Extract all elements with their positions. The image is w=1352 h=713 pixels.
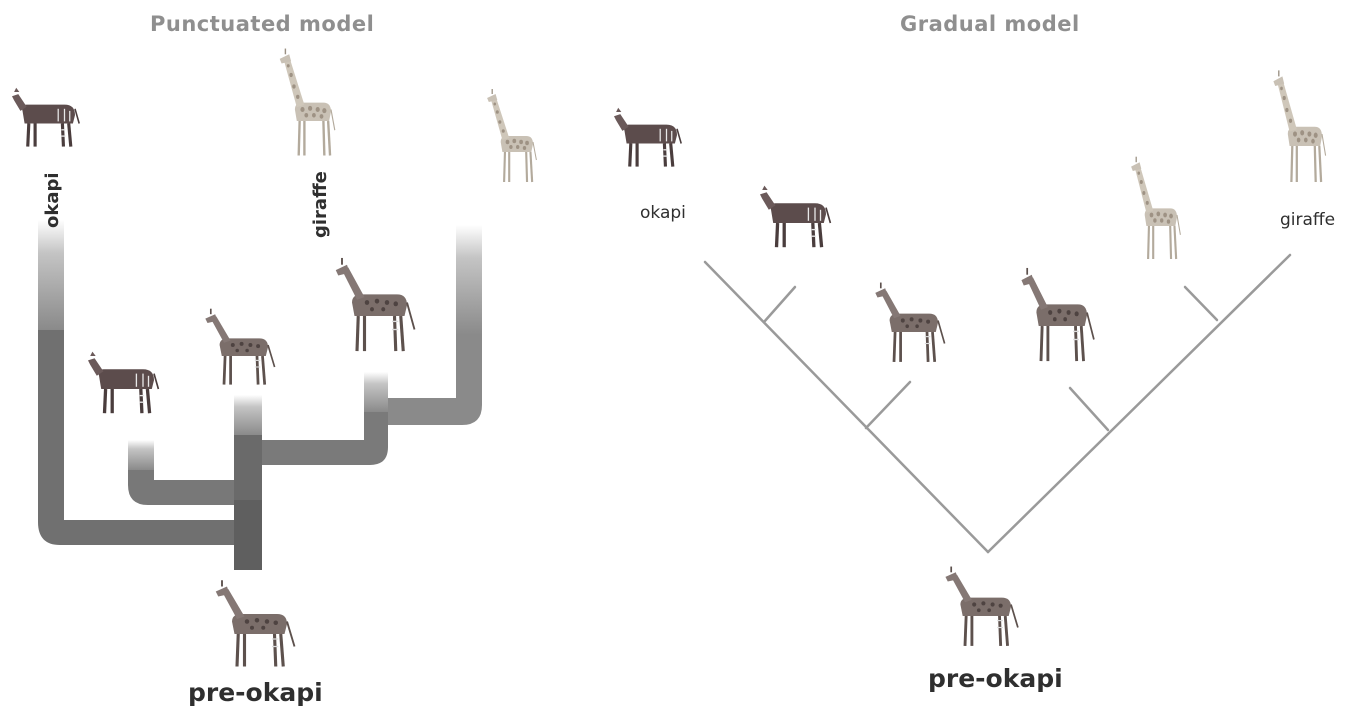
gradual-okapi-2-icon — [758, 183, 833, 249]
gradual-tree — [703, 253, 1292, 554]
punctuated-branch-far-right-fade — [456, 225, 482, 335]
gradual-branch-l1 — [762, 285, 797, 324]
punctuated-root-label: pre-okapi — [188, 678, 323, 707]
punctuated-okapi-icon — [10, 86, 81, 149]
punctuated-mid-1-icon — [203, 307, 276, 386]
punctuated-tree — [38, 220, 482, 570]
gradual-branch-r1 — [1068, 386, 1110, 432]
punctuated-branch-2 — [128, 455, 234, 505]
gradual-okapi-icon — [612, 106, 683, 169]
punctuated-branch-right — [262, 400, 388, 465]
gradual-branch-l2 — [864, 380, 912, 430]
punctuated-branch-2-fade — [128, 440, 154, 470]
punctuated-okapi-lineage-fade — [38, 220, 64, 330]
punctuated-pre-okapi-icon — [214, 578, 297, 669]
gradual-branch-r2 — [1183, 285, 1219, 322]
punctuated-okapi-label: okapi — [42, 172, 63, 228]
gradual-root-right — [986, 253, 1292, 554]
punctuated-small-okapi-icon — [86, 349, 161, 415]
gradual-root-left — [703, 260, 990, 554]
gradual-root-label: pre-okapi — [928, 664, 1063, 693]
gradual-giraffe-2-icon — [1271, 68, 1328, 184]
gradual-mid-2-icon — [1019, 266, 1096, 363]
punctuated-giraffe-icon — [278, 47, 337, 157]
gradual-giraffe-label: giraffe — [1280, 210, 1336, 230]
gradual-title: Gradual model — [900, 12, 1080, 36]
gradual-okapi-label: okapi — [640, 203, 686, 223]
punctuated-giraffe-label: giraffe — [310, 171, 331, 238]
punctuated-branch-right-fade — [364, 372, 388, 412]
gradual-giraffe-icon — [1129, 155, 1182, 261]
gradual-pre-okapi-icon — [944, 565, 1020, 648]
punctuated-central-trunk-fade — [234, 395, 262, 435]
punctuated-title: Punctuated model — [150, 12, 375, 36]
gradual-mid-1-icon — [873, 281, 947, 364]
punctuated-giraffe-2-icon — [485, 87, 538, 184]
punctuated-mid-2-icon — [334, 256, 417, 353]
